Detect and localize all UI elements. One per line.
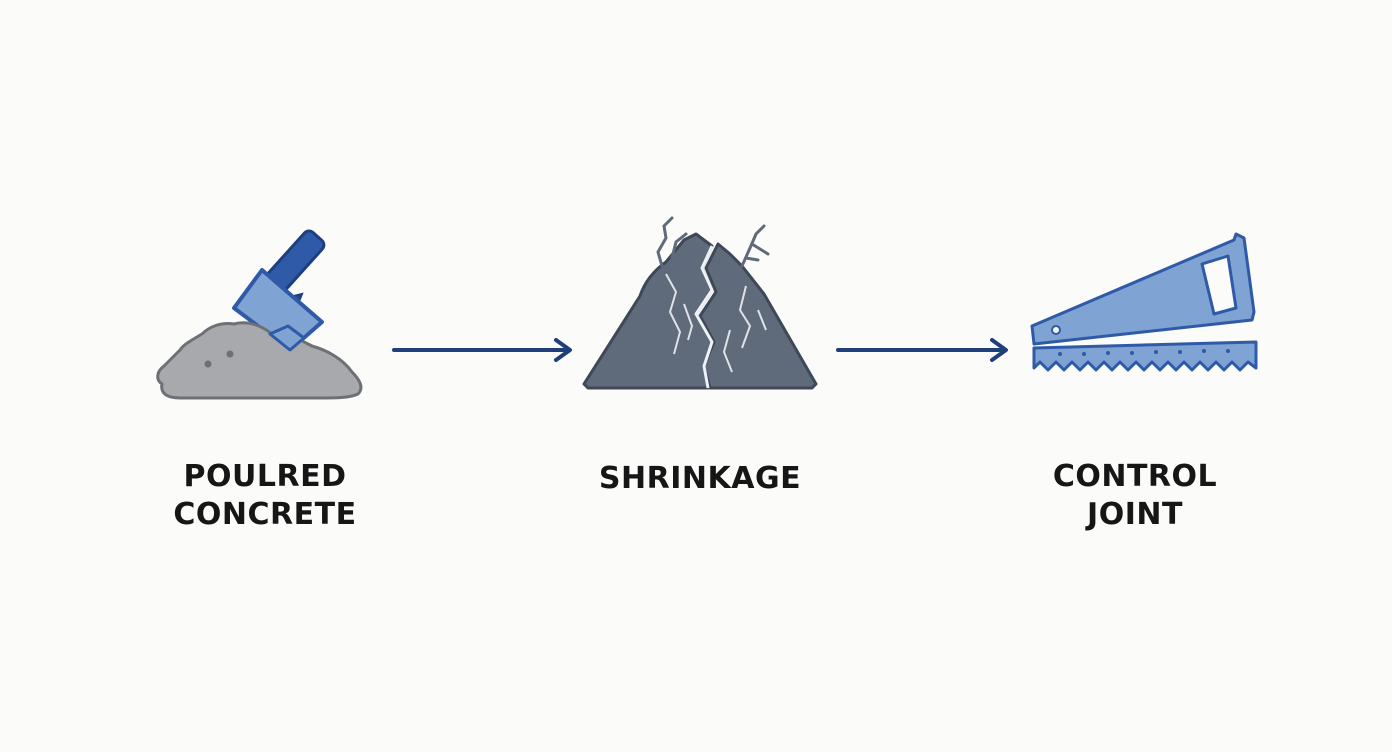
step-label-line: POULRED (183, 459, 347, 494)
step-label-line: CONCRETE (173, 497, 357, 532)
trowel-concrete-pile-icon (156, 229, 363, 400)
step-label-line: CONTROL (1052, 459, 1218, 494)
arrow-right-icon (392, 338, 572, 362)
step-label-shrinkage: SHRINKAGE (580, 460, 820, 498)
step-label-line: SHRINKAGE (598, 461, 802, 496)
cracked-concrete-icon (582, 216, 818, 390)
step-label-poured-concrete: POULRED CONCRETE (160, 458, 370, 534)
saw-icon (1030, 232, 1258, 372)
step-label-line: JOINT (1087, 497, 1183, 532)
step-label-control-joint: CONTROL JOINT (1030, 458, 1240, 534)
arrow-right-icon (836, 338, 1008, 362)
